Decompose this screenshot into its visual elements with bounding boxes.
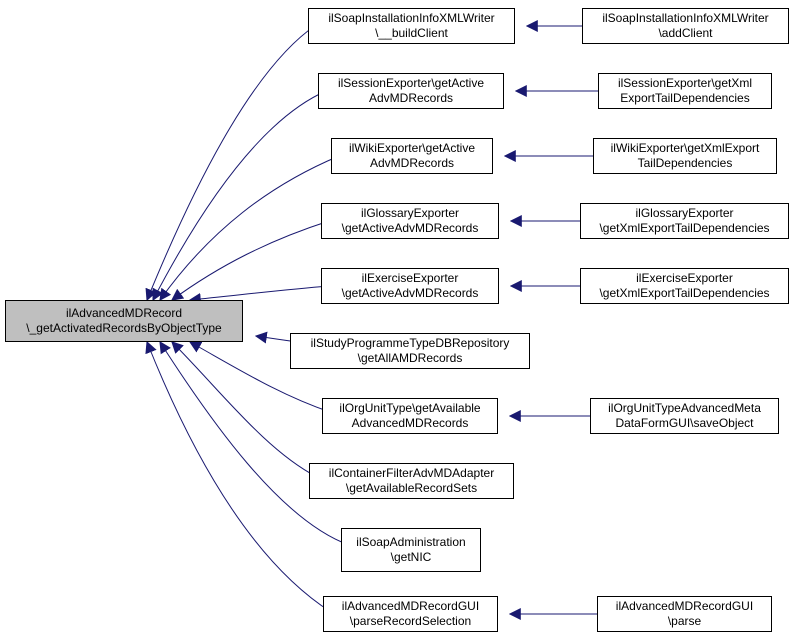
- caller-node-line-1: ilGlossaryExporter: [360, 206, 460, 220]
- caller-node-container-filter-get-available[interactable]: ilContainerFilterAdvMDAdapter \getAvaila…: [309, 463, 514, 499]
- caller-node-advmd-record-gui-parse-selection[interactable]: ilAdvancedMDRecordGUI \parseRecordSelect…: [323, 596, 498, 632]
- edge-root-glossary-exporter-get-active: [171, 220, 330, 301]
- caller-node-line-1: ilExerciseExporter: [361, 271, 459, 285]
- caller-node-session-exporter-get-active[interactable]: ilSessionExporter\getActive AdvMDRecords: [318, 73, 504, 109]
- caller-node-line-2: \addClient: [658, 26, 713, 40]
- caller-node-line-1: ilContainerFilterAdvMDAdapter: [328, 466, 495, 480]
- edge-root-soap-administration-get-nic: [159, 340, 350, 546]
- caller-node-line-1: ilStudyProgrammeTypeDBRepository: [310, 336, 510, 350]
- caller-node-exercise-exporter-get-xml-export[interactable]: ilExerciseExporter \getXmlExportTailDepe…: [580, 268, 789, 304]
- caller-node-line-1: ilAdvancedMDRecordGUI: [615, 599, 754, 613]
- caller-node-line-1: ilSoapInstallationInfoXMLWriter: [328, 11, 495, 25]
- caller-node-wiki-exporter-get-active[interactable]: ilWikiExporter\getActive AdvMDRecords: [331, 138, 493, 174]
- root-node-line-2: \_getActivatedRecordsByObjectType: [26, 321, 222, 335]
- caller-node-line-1: ilGlossaryExporter: [635, 206, 734, 220]
- caller-node-line-2: \getAllAMDRecords: [357, 351, 463, 365]
- caller-node-line-1: ilSessionExporter\getActive: [337, 76, 485, 90]
- edge-root-org-unit-type-get-available: [188, 341, 331, 413]
- caller-node-line-1: ilExerciseExporter: [636, 271, 733, 285]
- caller-node-line-2: \getXmlExportTailDependencies: [599, 286, 770, 300]
- caller-node-line-2: \getActiveAdvMDRecords: [341, 221, 479, 235]
- edge-root-exercise-exporter-get-active: [188, 285, 330, 305]
- caller-node-line-1: ilWikiExporter\getActive: [348, 141, 476, 155]
- caller-node-line-2: AdvMDRecords: [369, 156, 455, 170]
- root-node-line-1: ilAdvancedMDRecord: [65, 306, 183, 320]
- root-function-node: ilAdvancedMDRecord \_getActivatedRecords…: [5, 300, 243, 342]
- caller-node-advmd-record-gui-parse[interactable]: ilAdvancedMDRecordGUI \parse: [597, 596, 772, 632]
- edge-root-wiki-exporter-get-active: [159, 155, 340, 301]
- caller-node-line-1: ilSoapInstallationInfoXMLWriter: [602, 11, 769, 25]
- caller-node-line-1: ilOrgUnitType\getAvailable: [339, 401, 481, 415]
- caller-node-session-exporter-get-xml-export[interactable]: ilSessionExporter\getXml ExportTailDepen…: [598, 73, 772, 109]
- caller-node-exercise-exporter-get-active[interactable]: ilExerciseExporter \getActiveAdvMDRecord…: [321, 268, 499, 304]
- caller-node-line-2: \getXmlExportTailDependencies: [599, 221, 770, 235]
- caller-node-line-2: \__buildClient: [375, 26, 448, 40]
- caller-node-org-unit-type-form-save-object[interactable]: ilOrgUnitTypeAdvancedMeta DataFormGUI\sa…: [590, 398, 779, 434]
- caller-node-org-unit-type-get-available[interactable]: ilOrgUnitType\getAvailable AdvancedMDRec…: [322, 398, 498, 434]
- caller-node-line-2: \parse: [667, 614, 702, 628]
- caller-node-soap-install-build-client[interactable]: ilSoapInstallationInfoXMLWriter \__build…: [308, 8, 515, 44]
- caller-node-line-2: DataFormGUI\saveObject: [615, 416, 754, 430]
- caller-node-glossary-exporter-get-active[interactable]: ilGlossaryExporter \getActiveAdvMDRecord…: [321, 203, 499, 239]
- caller-node-line-1: ilWikiExporter\getXmlExport: [610, 141, 760, 155]
- caller-node-line-2: \getActiveAdvMDRecords: [341, 286, 479, 300]
- caller-node-soap-install-add-client[interactable]: ilSoapInstallationInfoXMLWriter \addClie…: [582, 8, 789, 44]
- caller-node-line-2: TailDependencies: [637, 156, 733, 170]
- caller-node-study-programme-get-all[interactable]: ilStudyProgrammeTypeDBRepository \getAll…: [290, 333, 530, 369]
- caller-node-line-1: ilSessionExporter\getXml: [617, 76, 753, 90]
- caller-node-line-2: AdvMDRecords: [368, 91, 454, 105]
- caller-node-wiki-exporter-get-xml-export[interactable]: ilWikiExporter\getXmlExport TailDependen…: [593, 138, 777, 174]
- caller-node-line-2: \parseRecordSelection: [349, 614, 472, 628]
- edge-root-container-filter-get-available: [171, 341, 318, 478]
- caller-node-line-2: AdvancedMDRecords: [351, 416, 469, 430]
- caller-node-glossary-exporter-get-xml-export[interactable]: ilGlossaryExporter \getXmlExportTailDepe…: [580, 203, 789, 239]
- caller-node-soap-administration-get-nic[interactable]: ilSoapAdministration \getNIC: [341, 528, 481, 572]
- edge-root-soap-install-build-client: [145, 24, 317, 302]
- edge-root-advmd-record-gui-parse-selection: [145, 340, 332, 613]
- caller-node-line-2: ExportTailDependencies: [620, 91, 750, 105]
- caller-node-line-1: ilSoapAdministration: [356, 535, 466, 549]
- caller-node-line-1: ilOrgUnitTypeAdvancedMeta: [608, 401, 761, 415]
- caller-node-line-2: \getAvailableRecordSets: [345, 481, 478, 495]
- caller-node-line-1: ilAdvancedMDRecordGUI: [341, 599, 480, 613]
- caller-node-line-2: \getNIC: [390, 550, 432, 564]
- edge-root-session-exporter-get-active: [152, 90, 327, 302]
